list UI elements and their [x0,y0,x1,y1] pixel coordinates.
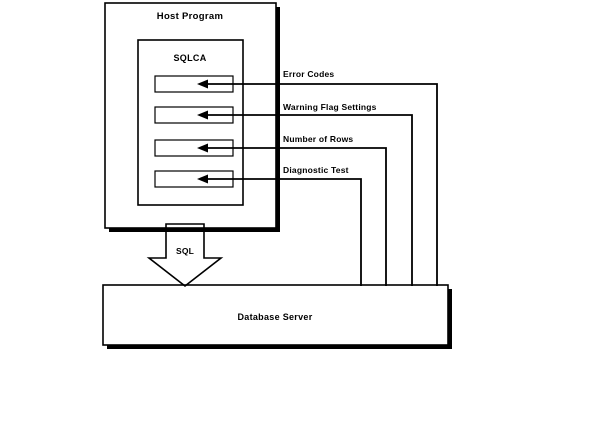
sqlca-box: SQLCA [137,39,244,206]
return-path-warning-flag-settings [205,114,413,286]
sql-block-arrow: SQL [146,223,224,288]
arrowhead-left-number-of-rows [197,143,208,153]
sqlca-title: SQLCA [174,53,207,63]
sqlca-field-bars [154,75,234,188]
host-program-title: Host Program [157,11,223,22]
channel-label-diagnostic-test: Diagnostic Test [283,165,349,175]
database-server-outline [102,284,449,346]
channel-label-warning-flag-settings: Warning Flag Settings [283,102,377,112]
return-path-arrowheads [197,79,208,184]
sqlca-outline [137,39,244,206]
channel-labels: Error Codes Warning Flag Settings Number… [283,69,377,175]
database-server-title: Database Server [237,312,312,322]
arrowhead-left-warning-flag-settings [197,110,208,120]
database-server-shadow-right [448,289,452,349]
sql-arrow-label: SQL [176,246,194,256]
database-server-shadow-bottom [107,345,452,349]
database-server-box: Database Server [102,284,452,349]
arrowhead-left-diagnostic-test [197,174,208,184]
arrowhead-left-error-codes [197,79,208,89]
channel-label-number-of-rows: Number of Rows [283,134,353,144]
return-path-error-codes [205,83,438,286]
return-path-lines [205,83,438,286]
return-path-diagnostic-test [205,178,362,286]
sql-arrow-shape [146,223,224,288]
host-program-box: Host Program [104,2,280,232]
host-program-shadow-right [276,7,280,232]
host-program-shadow-bottom [109,228,280,232]
channel-label-error-codes: Error Codes [283,69,334,79]
return-path-number-of-rows [205,147,387,286]
